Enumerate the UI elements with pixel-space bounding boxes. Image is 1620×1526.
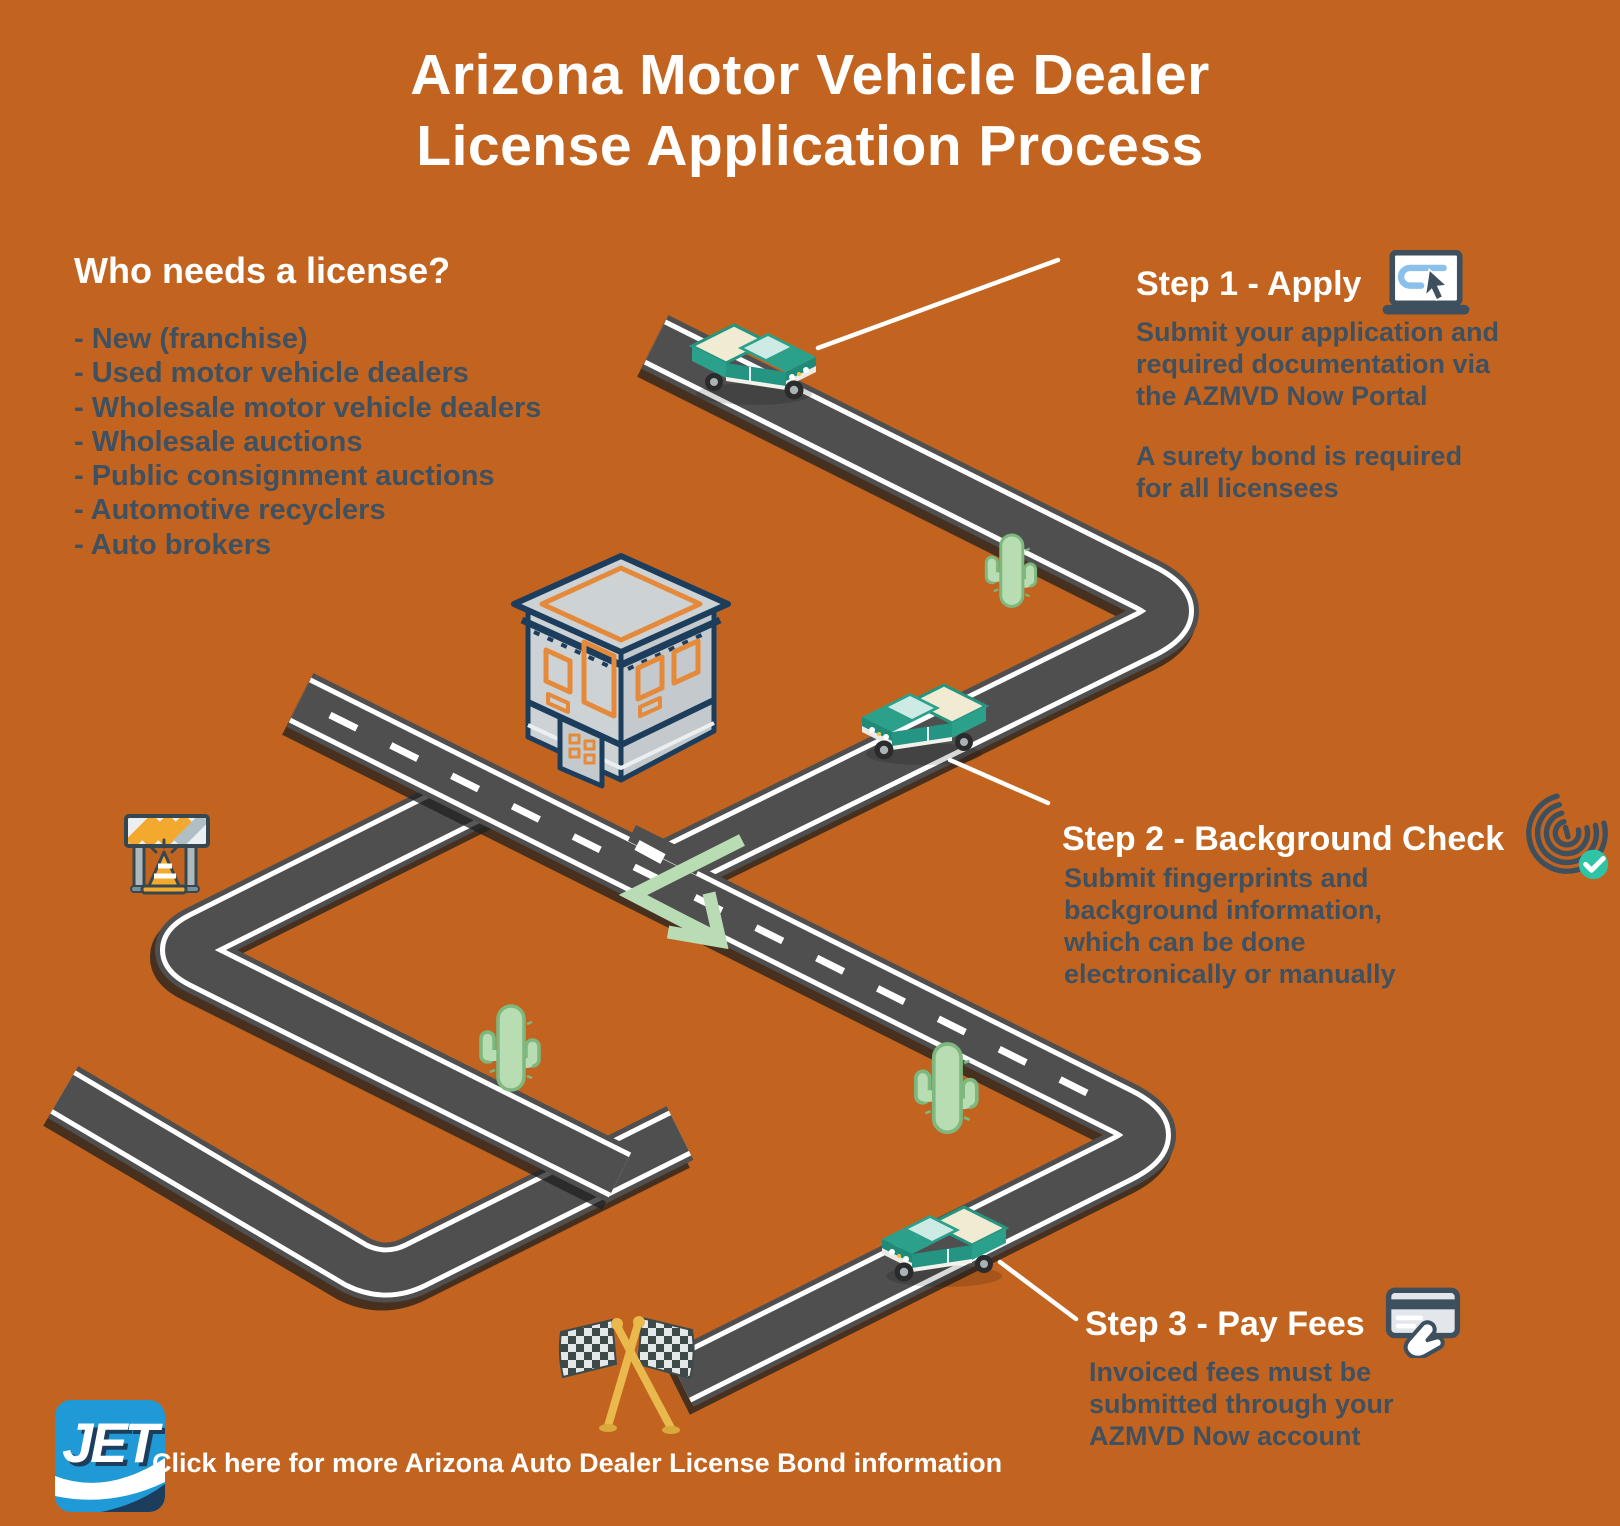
list-item: - Wholesale motor vehicle dealers: [74, 391, 542, 424]
step-1-heading: Step 1 - Apply: [1136, 264, 1362, 303]
dealership-building-icon: [511, 553, 731, 789]
title-line-1: Arizona Motor Vehicle Dealer: [410, 43, 1210, 107]
route-arrow-icon: [618, 834, 745, 950]
jet-logo[interactable]: JET JET: [55, 1400, 165, 1512]
step-3-heading: Step 3 - Pay Fees: [1085, 1304, 1365, 1343]
list-item: - New (franchise): [74, 323, 308, 355]
step-1-section: Step 1 - Apply: [1136, 250, 1471, 318]
checkered-flags-icon: [558, 1316, 695, 1434]
cactus-icon: [984, 533, 1038, 608]
page-title: Arizona Motor Vehicle Dealer License App…: [0, 40, 1620, 181]
step-2-line: electronically or manually: [1064, 959, 1396, 989]
step-1-line: Submit your application and: [1136, 317, 1500, 347]
callout-lines: [815, 257, 1079, 1322]
step-2-line: Submit fingerprints and: [1064, 863, 1369, 893]
list-item: - Auto brokers: [74, 528, 272, 561]
who-needs-heading: Who needs a license?: [74, 250, 451, 291]
jet-logo-text-shadow: JET: [66, 1415, 165, 1478]
step-3-text: Invoiced fees must be submitted through …: [1089, 1356, 1393, 1452]
step-3-line: AZMVD Now account: [1089, 1421, 1361, 1451]
construction-barrier-icon: [124, 813, 210, 895]
cactus-icon: [479, 1004, 541, 1092]
step-1-note: A surety bond is required for all licens…: [1136, 440, 1462, 504]
credit-card-pay-icon: [1385, 1287, 1460, 1358]
step-2-line: which can be done: [1064, 927, 1306, 957]
list-item: - Automotive recyclers: [74, 494, 386, 527]
road-step1-segment: [635, 315, 1199, 912]
step-3-line: submitted through your: [1089, 1389, 1394, 1419]
step-2-section: Step 2 - Background Check: [1062, 793, 1612, 882]
step-2-text: Submit fingerprints and background infor…: [1064, 862, 1396, 990]
laptop-click-icon: [1383, 250, 1470, 315]
list-item: - Wholesale auctions: [74, 425, 363, 458]
list-item: - Used motor vehicle dealers: [74, 357, 469, 390]
step-1-line: A surety bond is required: [1136, 441, 1463, 471]
road-barrier-elbow: [150, 763, 634, 1210]
step-1-line: required documentation via: [1136, 349, 1491, 379]
step-2-heading: Step 2 - Background Check: [1062, 819, 1505, 858]
step-3-line: Invoiced fees must be: [1089, 1357, 1372, 1387]
road-main-route: [282, 673, 1176, 1415]
fingerprint-check-icon: [1526, 793, 1609, 880]
step-1-line: for all licensees: [1136, 473, 1339, 503]
cactus-icon: [914, 1042, 979, 1135]
step-2-line: background information,: [1064, 895, 1383, 925]
title-line-2: License Application Process: [416, 113, 1204, 178]
step-3-section: Step 3 - Pay Fees: [1085, 1287, 1461, 1358]
step-1-text: Submit your application and required doc…: [1136, 316, 1499, 412]
road-lower-left: [43, 1066, 694, 1311]
license-bond-info-link[interactable]: Click here for more Arizona Auto Dealer …: [152, 1448, 1003, 1478]
list-item: - Public consignment auctions: [74, 460, 495, 493]
who-needs-license-section: Who needs a license? - New (franchise) -…: [74, 250, 541, 562]
jet-logo-text: JET: [62, 1411, 163, 1474]
step-1-line: the AZMVD Now Portal: [1136, 381, 1428, 411]
